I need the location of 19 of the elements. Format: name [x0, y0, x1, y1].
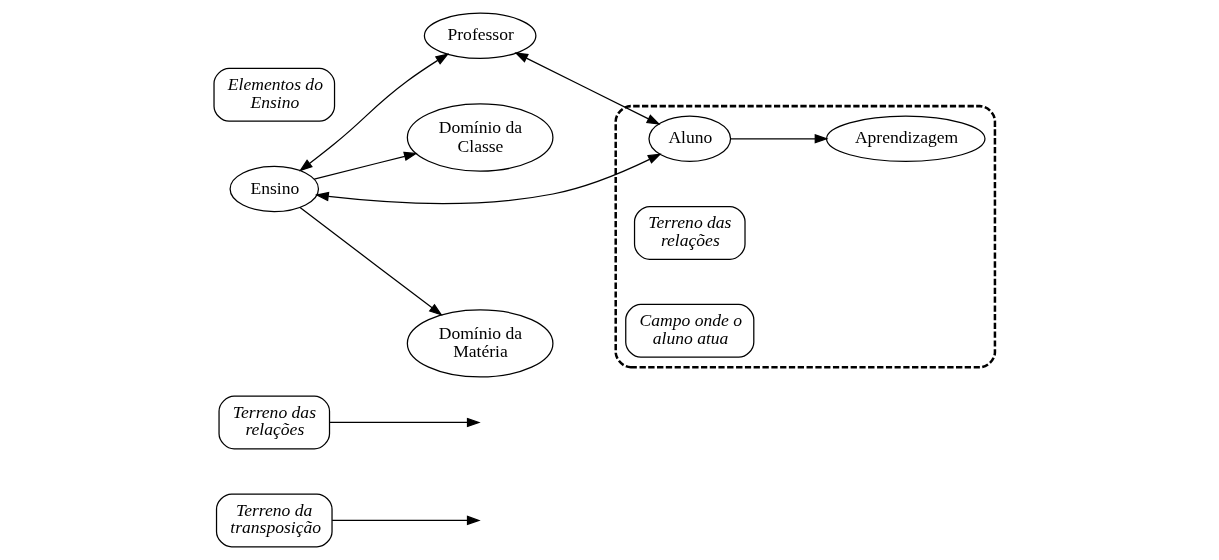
node-box: Terreno das relações	[633, 205, 746, 260]
node-box: Elementos do Ensino	[213, 67, 336, 122]
arrow	[514, 52, 661, 125]
arrow	[730, 133, 829, 144]
node-box: Campo onde o aluno atua	[625, 303, 755, 358]
node-box: Terreno das relações	[218, 395, 331, 450]
node-ellipse: Domínio da Classe	[406, 103, 554, 172]
arrow	[313, 151, 418, 180]
node-ellipse: Aprendizagem	[825, 115, 986, 162]
arrow	[298, 53, 450, 172]
arrow	[331, 515, 481, 526]
node-ellipse: Professor	[423, 12, 537, 60]
arrow	[329, 417, 481, 428]
arrow	[315, 153, 662, 204]
node-ellipse: Ensino	[229, 165, 320, 213]
cluster	[614, 104, 997, 369]
node-ellipse: Domínio da Matéria	[406, 309, 554, 378]
arrow	[299, 207, 443, 316]
node-box: Terreno da transposição	[215, 493, 333, 548]
